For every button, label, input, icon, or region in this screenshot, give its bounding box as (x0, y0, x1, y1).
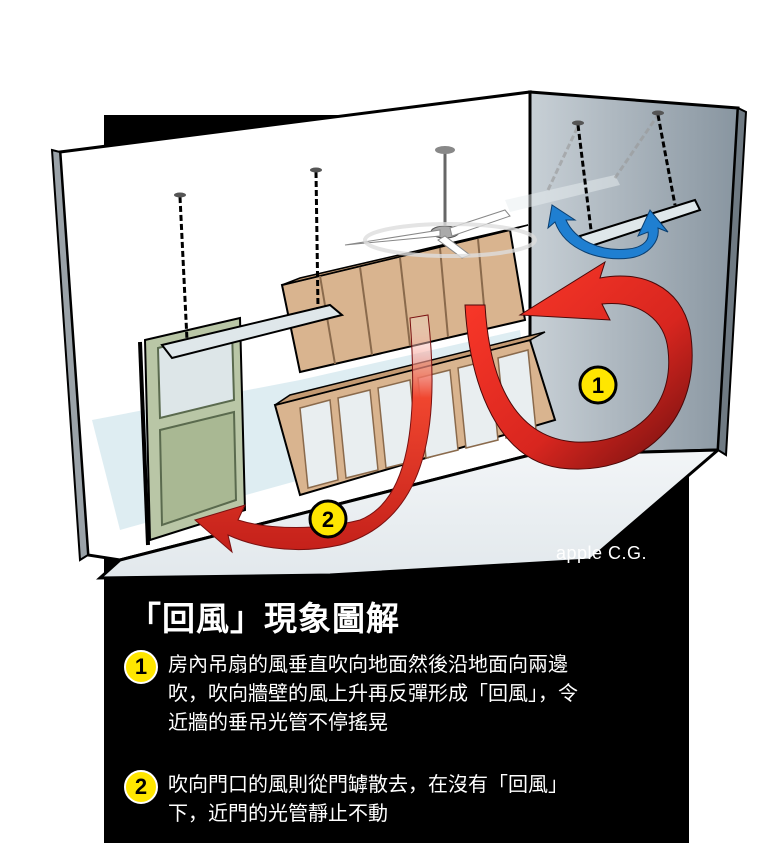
image-credit: apple C.G. (556, 543, 648, 563)
svg-text:1: 1 (592, 373, 604, 398)
swing-arrow (547, 204, 669, 260)
marker-two: 2 (308, 499, 348, 539)
diagram-title: 「回風」現象圖解 (128, 599, 400, 638)
note-number-badge: 1 (124, 650, 158, 684)
airflow-arrow-rebound (464, 260, 693, 470)
side-wall (528, 90, 740, 457)
note-text: 吹向門口的風則從門罅散去，在沒有「回風」下，近門的光管靜止不動 (168, 772, 568, 825)
airflow-arrow-to-door (193, 314, 433, 554)
note-number-badge: 2 (124, 770, 158, 804)
wall-edge-left (50, 148, 90, 562)
note-text: 房內吊扇的風垂直吹向地面然後沿地面向兩邊吹，吹向牆壁的風上升再反彈形成「回風」，… (168, 652, 578, 734)
ceiling-fan (344, 146, 537, 259)
door (138, 316, 247, 546)
svg-text:2: 2 (322, 507, 334, 532)
wall-edge-right (716, 106, 748, 457)
marker-one: 1 (578, 365, 618, 405)
still-light-fixture (160, 167, 345, 360)
